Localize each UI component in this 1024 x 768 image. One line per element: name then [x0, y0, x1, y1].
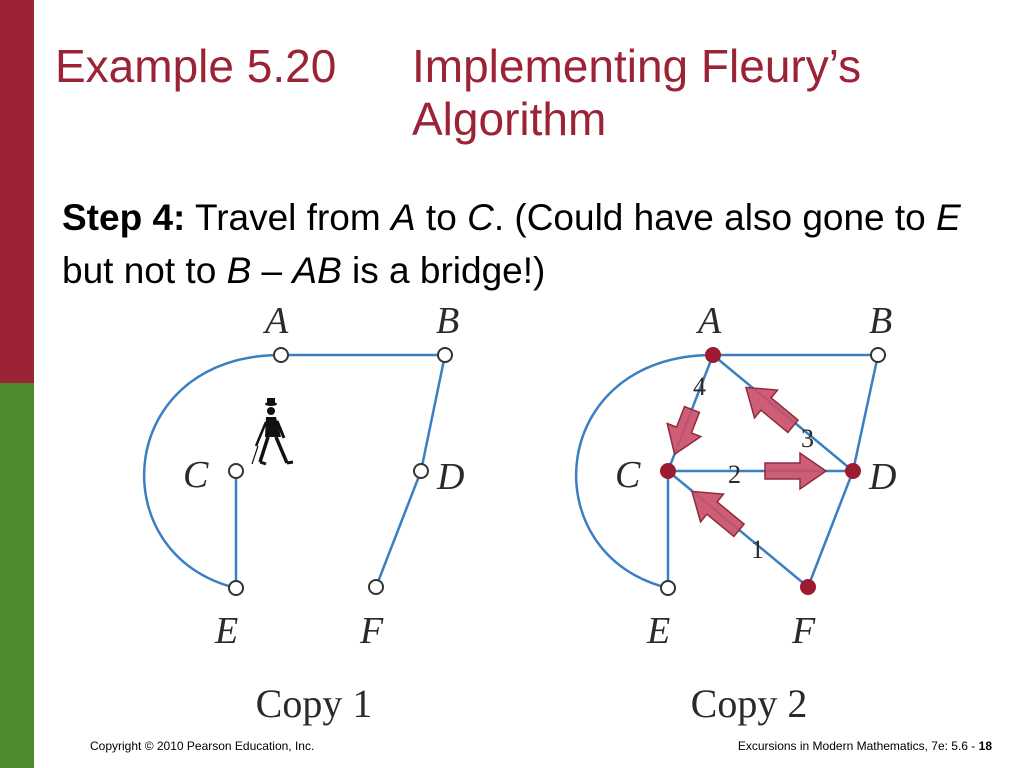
vertex-d	[413, 463, 429, 479]
footer-book: Excursions in Modern Mathematics, 7e: 5.…	[737, 739, 979, 753]
arrow-a-to-c	[666, 405, 703, 456]
slide-title-label: Example 5.20	[55, 40, 337, 92]
label-e: E	[646, 610, 670, 652]
step-seg5: –	[251, 249, 293, 291]
step-seg1: Travel from	[185, 197, 391, 238]
edge-d-f	[374, 470, 423, 588]
edge-a-e	[574, 353, 714, 590]
edge-b-d	[851, 354, 880, 472]
edge-label-1: 1	[751, 535, 764, 564]
label-d: D	[868, 456, 896, 498]
footer-reference: Excursions in Modern Mathematics, 7e: 5.…	[738, 739, 992, 753]
caption-copy-1: Copy 1	[256, 681, 373, 726]
label-c: C	[615, 454, 641, 496]
label-a: A	[262, 300, 289, 342]
label-f: F	[359, 610, 384, 652]
edge-label-2: 2	[728, 460, 741, 489]
edge-label-3: 3	[801, 424, 814, 453]
step-bridge: AB	[292, 249, 342, 291]
label-f: F	[791, 610, 816, 652]
step-seg3: . (Could have also gone to	[493, 197, 937, 238]
step-text: Step 4: Travel from A to C. (Could have …	[62, 192, 992, 297]
step-not: B	[226, 249, 252, 291]
vertex-b	[870, 347, 886, 363]
edge-a-e	[142, 353, 282, 590]
edge-d-f	[806, 470, 855, 588]
step-seg2: to	[415, 197, 468, 238]
label-c: C	[183, 454, 209, 496]
graph-copy-1: A B C D E F Copy 1	[142, 300, 464, 726]
vertex-f	[800, 579, 816, 595]
label-a: A	[695, 300, 722, 342]
label-e: E	[214, 610, 238, 652]
step-label: Step 4:	[62, 197, 186, 238]
vertex-c	[228, 463, 244, 479]
vertex-d	[845, 463, 861, 479]
step-seg4: but not to	[62, 249, 227, 291]
vertex-c	[660, 463, 676, 479]
step-alt: E	[936, 197, 961, 238]
step-from: A	[390, 197, 416, 238]
left-bar-green	[0, 383, 34, 768]
vertex-a	[705, 347, 721, 363]
footer-copyright: Copyright © 2010 Pearson Education, Inc.	[90, 739, 315, 753]
left-bar-red	[0, 0, 34, 383]
caption-copy-2: Copy 2	[691, 681, 808, 726]
edge-label-4: 4	[693, 372, 706, 401]
arrow-c-to-d	[764, 451, 828, 491]
edge-b-d	[419, 354, 447, 472]
arrow-f-to-c	[690, 490, 746, 538]
footer-page-number: 18	[978, 739, 992, 753]
vertex-a	[273, 347, 289, 363]
graph-copy-2: 4 2 3 1 A B C D E F Copy 2	[574, 300, 896, 726]
step-to: C	[467, 197, 494, 238]
label-b: B	[869, 300, 892, 342]
vertex-b	[437, 347, 453, 363]
label-b: B	[436, 300, 459, 342]
walking-person-icon	[251, 398, 294, 466]
arrow-d-to-a	[744, 386, 800, 434]
slide-title-text: Implementing Fleury’s Algorithm	[412, 40, 862, 145]
step-seg6: is a bridge!)	[341, 249, 546, 291]
vertex-e	[228, 580, 244, 596]
label-d: D	[436, 456, 464, 498]
vertex-f	[368, 579, 384, 595]
vertex-e	[660, 580, 676, 596]
